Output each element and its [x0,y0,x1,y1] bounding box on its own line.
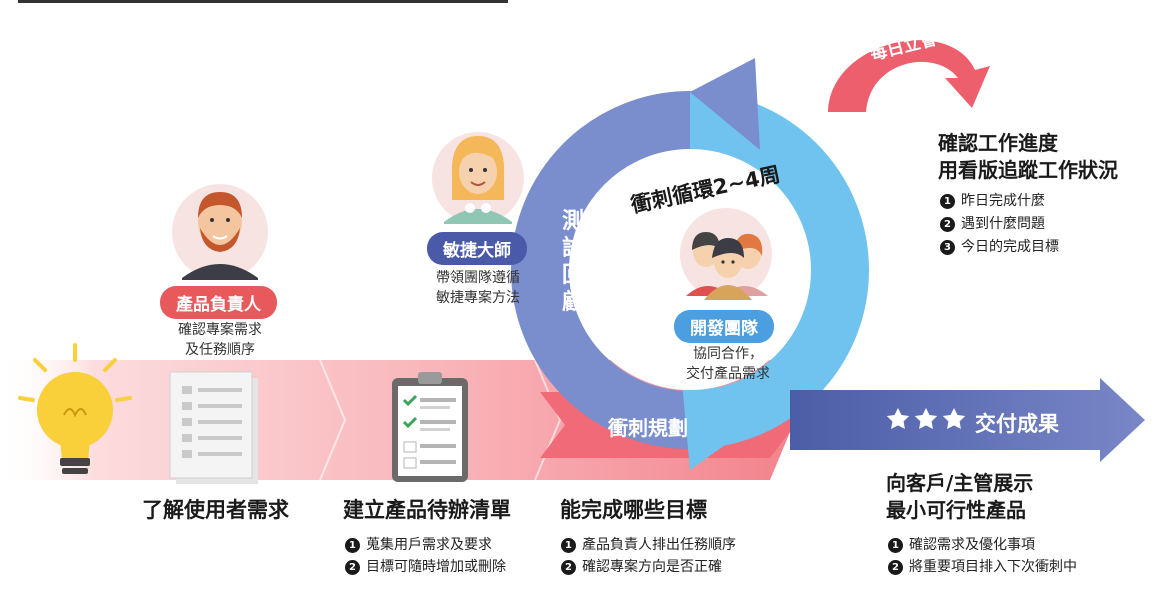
list-item-text: 將重要項目排入下次衝刺中 [909,559,1077,575]
list-item: 2 確認專案方向是否正確 [561,556,736,578]
document-icon [169,371,258,484]
result-title-line: 向客戶/主管展示 [886,471,1034,495]
clipboard-checklist-icon [392,372,468,482]
bullet-icon: 2 [888,560,903,575]
bullet-icon: 2 [561,560,576,575]
daily-standup-title: 確認工作進度 用看版追蹤工作狀況 [938,130,1118,184]
list-item-text: 蒐集用戶需求及要求 [366,537,492,553]
stage-title-user-needs: 了解使用者需求 [142,498,289,522]
list-item: 2 將重要項目排入下次衝刺中 [888,556,1077,578]
list-item: 1 昨日完成什麼 [940,190,1059,213]
product-owner-desc: 確認專案需求 及任務順序 [160,320,280,360]
list-item-text: 今日的完成目標 [961,239,1059,255]
scrum-master-desc: 帶領團隊遵循 敏捷專案方法 [418,268,538,308]
list-item-text: 產品負責人排出任務順序 [582,537,736,553]
dev-team-desc: 協同合作， 交付產品需求 [668,344,788,384]
dev-team-avatar [680,208,772,300]
role-desc-line: 及任務順序 [185,342,255,358]
list-item: 2 遇到什麼問題 [940,213,1059,236]
role-desc-line: 協同合作， [693,346,763,362]
bullet-icon: 1 [561,538,576,553]
bullet-icon: 3 [940,240,955,255]
stage-title-backlog: 建立產品待辦清單 [343,498,511,522]
star-icons [886,408,966,429]
list-item-text: 目標可隨時增加或刪除 [366,559,506,575]
dev-team-tag: 開發團隊 [674,310,774,343]
list-item-text: 確認需求及優化事項 [909,537,1035,553]
list-item-text: 確認專案方向是否正確 [582,559,722,575]
cycle-ring-left [511,91,691,449]
list-item: 3 今日的完成目標 [940,236,1059,259]
cycle-arrowhead-top [690,58,760,150]
list-item-text: 遇到什麼問題 [961,216,1045,232]
daily-title-line: 確認工作進度 [938,131,1058,155]
result-list: 1 確認需求及優化事項 2 將重要項目排入下次衝刺中 [888,534,1077,578]
role-desc-line: 帶領團隊遵循 [436,270,520,286]
daily-standup-arrow [828,40,990,112]
list-item: 1 產品負責人排出任務順序 [561,534,736,556]
daily-standup-list: 1 昨日完成什麼 2 遇到什麼問題 3 今日的完成目標 [940,190,1059,259]
list-item: 2 目標可隨時增加或刪除 [345,556,506,578]
result-title: 向客戶/主管展示 最小可行性產品 [886,470,1033,524]
scrum-master-tag: 敏捷大師 [427,232,527,265]
role-desc-line: 確認專案需求 [178,322,262,338]
flow-chevron [319,359,347,481]
bullet-icon: 1 [940,194,955,209]
bullet-icon: 2 [940,217,955,232]
backlog-list: 1 蒐集用戶需求及要求 2 目標可隨時增加或刪除 [345,534,506,578]
product-owner-tag: 產品負責人 [160,286,277,319]
deliver-label: 交付成果 [975,412,1059,436]
cycle-left-label: 測試回顧 [561,209,584,315]
role-desc-line: 敏捷專案方法 [436,290,520,306]
deliver-arrow [790,378,1145,462]
bullet-icon: 2 [345,560,360,575]
flow-chevron [534,359,562,481]
bullet-icon: 1 [888,538,903,553]
sprint-planning-label: 衝刺規劃 [608,416,688,440]
lightbulb-icon [18,343,132,474]
list-item: 1 確認需求及優化事項 [888,534,1077,556]
top-divider-line [18,0,508,3]
daily-title-line: 用看版追蹤工作狀況 [938,158,1118,182]
product-owner-avatar [172,184,268,280]
list-item-text: 昨日完成什麼 [961,193,1045,209]
role-desc-line: 交付產品需求 [686,366,770,382]
bullet-icon: 1 [345,538,360,553]
goals-list: 1 產品負責人排出任務順序 2 確認專案方向是否正確 [561,534,736,578]
result-title-line: 最小可行性產品 [886,498,1026,522]
scrum-master-avatar [432,132,524,224]
stage-title-goals: 能完成哪些目標 [560,498,707,522]
cycle-right-label: 開發 [879,229,902,281]
list-item: 1 蒐集用戶需求及要求 [345,534,506,556]
